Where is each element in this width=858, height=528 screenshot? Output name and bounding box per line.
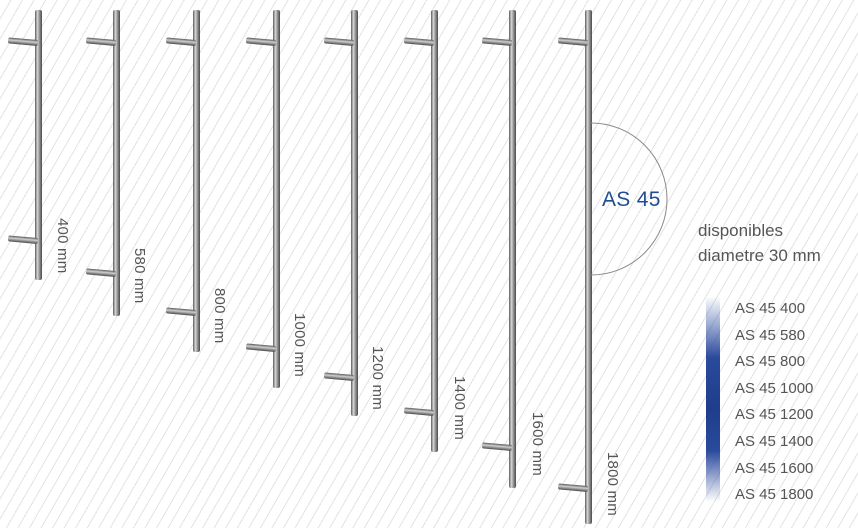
model-item: AS 45 580 xyxy=(735,326,806,344)
model-item: AS 45 800 xyxy=(735,353,806,371)
handle-bar xyxy=(8,10,42,280)
handle-length-label: 1600 mm xyxy=(529,412,546,476)
availability-block: disponibles diametre 30 mm xyxy=(698,218,821,268)
handle-bar xyxy=(166,10,200,352)
handle-length-label: 1800 mm xyxy=(604,452,621,516)
handle-bar xyxy=(404,10,438,452)
model-item: AS 45 1200 xyxy=(735,406,814,424)
model-item: AS 45 1800 xyxy=(735,486,814,504)
handle-bar xyxy=(558,10,592,524)
handle-bar xyxy=(324,10,358,416)
handle-length-label: 400 mm xyxy=(54,218,71,274)
handle-bar xyxy=(86,10,120,316)
model-item: AS 45 1000 xyxy=(735,379,814,397)
model-list: AS 45 400 AS 45 580 AS 45 800 AS 45 1000… xyxy=(735,296,813,509)
handle-length-label: 800 mm xyxy=(211,288,228,344)
model-item: AS 45 400 xyxy=(735,300,806,317)
availability-text: disponibles xyxy=(698,221,784,240)
handle-length-label: 580 mm xyxy=(131,248,148,304)
handle-length-label: 1400 mm xyxy=(451,376,468,440)
handle-bar xyxy=(246,10,280,388)
product-badge: AS 45 xyxy=(590,122,720,276)
semicircle-outline xyxy=(590,122,668,276)
model-list-accent-bar xyxy=(706,296,720,502)
handle-length-label: 1200 mm xyxy=(369,346,386,410)
model-item: AS 45 1600 xyxy=(735,459,814,477)
product-name: AS 45 xyxy=(602,188,661,211)
diameter-text: diametre 30 mm xyxy=(698,246,821,265)
handle-bar xyxy=(482,10,516,488)
handle-length-label: 1000 mm xyxy=(291,313,308,377)
model-item: AS 45 1400 xyxy=(735,432,814,450)
